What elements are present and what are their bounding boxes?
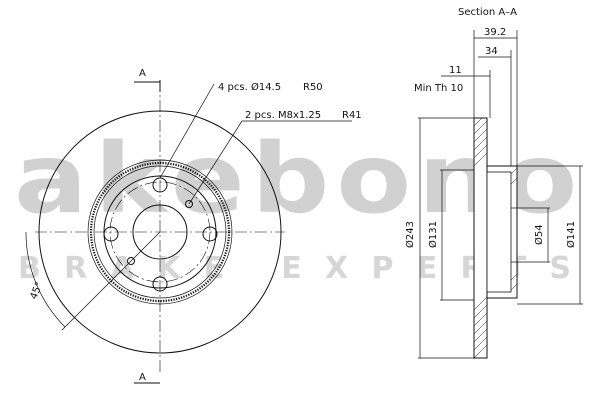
section-hatching [473,117,518,359]
holes-callout: 4 pcs. Ø14.5 [218,81,281,93]
min-thickness: Min Th 10 [414,83,463,94]
center-bore-diameter: Ø54 [533,224,545,245]
inner-diameter: Ø131 [427,221,439,248]
thickness: 11 [449,65,462,76]
section-mark-bottom: A [139,372,146,383]
center-bore [132,204,188,260]
angle-arc [25,231,66,328]
overall-height: 39.2 [484,27,506,38]
friction-ring-serration [89,161,231,303]
front-view: A A 4 pcs. Ø14.5 R50 2 pcs. M8x1.25 R41 … [25,68,362,384]
outer-diameter: Ø243 [404,221,416,248]
bolt-circle [109,181,211,283]
hat-diameter: Ø141 [565,221,577,248]
bolt-hole-right [202,226,218,242]
holes-leader [159,83,215,179]
threads-leader [188,120,243,205]
hat-height: 34 [485,46,498,57]
section-title: Section A–A [458,7,517,18]
bolt-hole-left [103,226,119,242]
threads-radius: R41 [342,110,362,121]
disc-outer-edge [38,110,282,354]
section-view: Section A–A 39.2 34 11 Min Th 10 [404,7,583,359]
friction-ring-outer [87,159,233,305]
thread-hole-upper [185,200,193,208]
section-mark-top: A [139,68,146,79]
bolt-hole-bottom [152,276,168,292]
hat-cavity [486,171,512,293]
holes-radius: R50 [303,82,323,93]
threads-callout: 2 pcs. M8x1.25 [245,110,321,121]
angle-ray [61,231,161,331]
friction-ring-inner [93,165,227,299]
friction-ring-section [473,117,488,359]
thread-hole-lower [127,257,135,265]
